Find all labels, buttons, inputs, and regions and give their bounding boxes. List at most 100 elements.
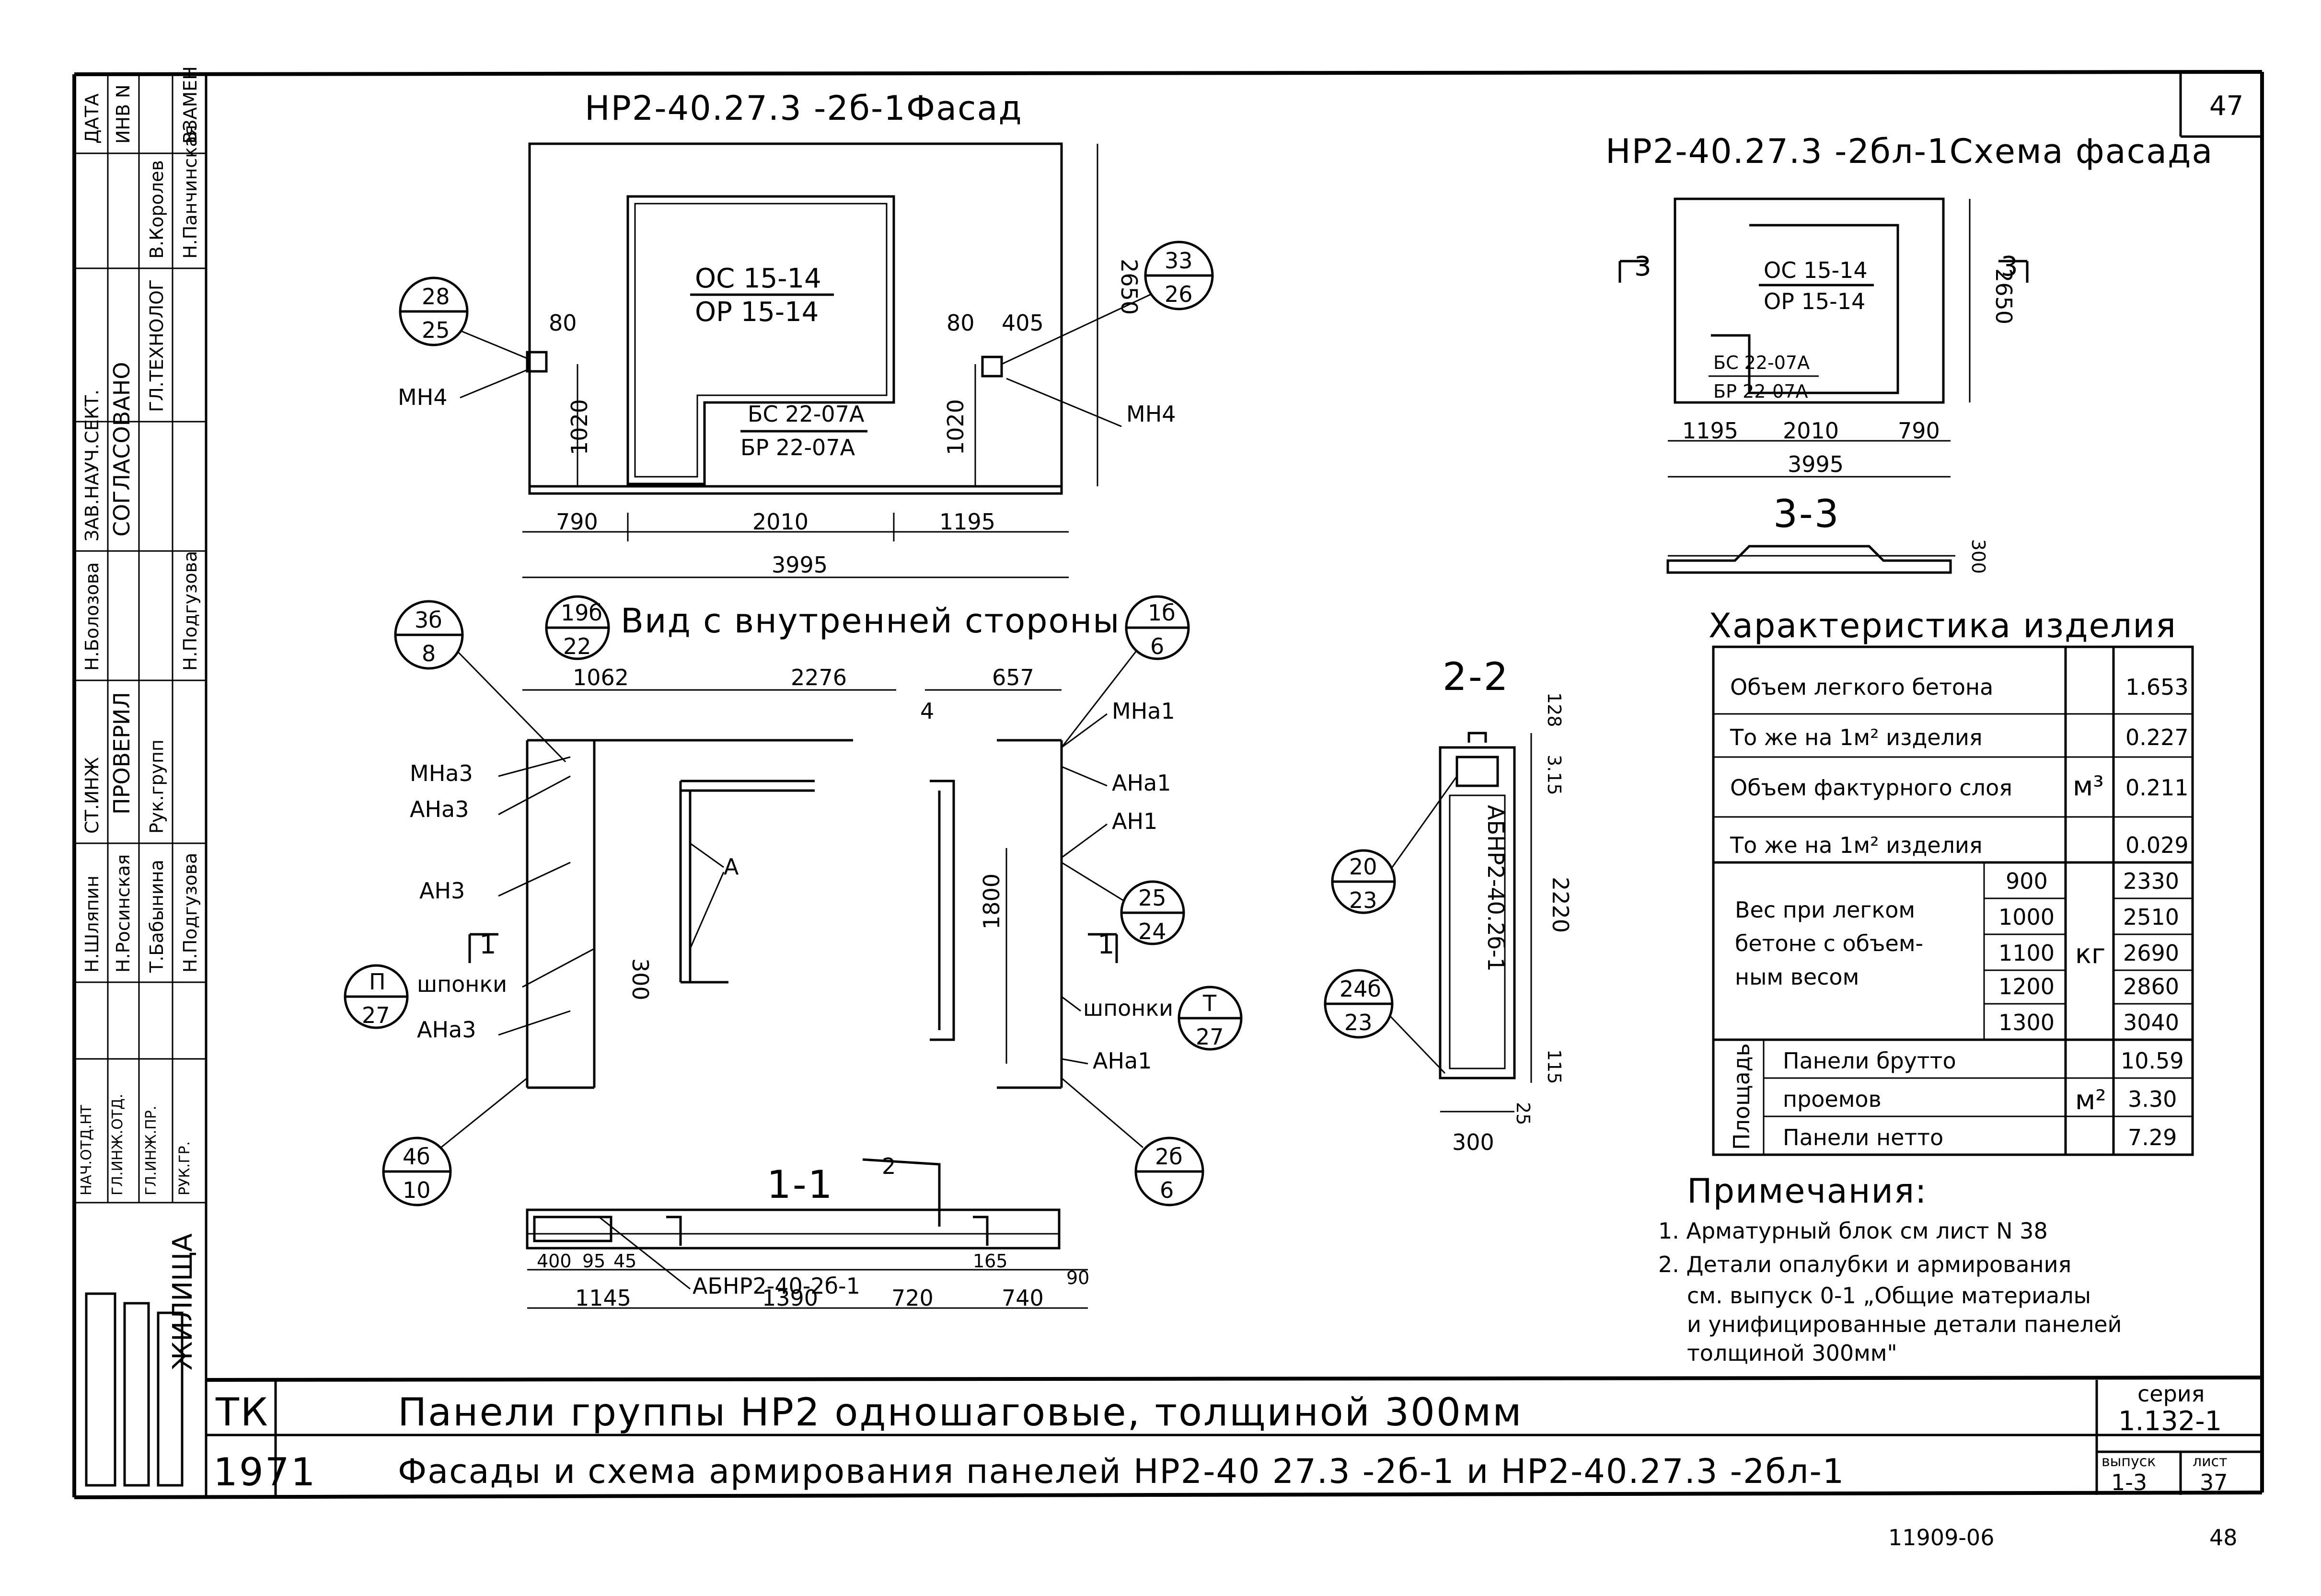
scheme-dim-2010: 2010: [1783, 418, 1839, 444]
stamp-ruk-gr: РУК.ГР.: [176, 1141, 193, 1195]
char-density-1100: 1100: [1998, 940, 2055, 966]
bottom-code: 11909-06: [1888, 1525, 1994, 1550]
section22-callout-24b-top: 24б: [1339, 976, 1381, 1002]
char-area-brutto-name: Панели брутто: [1783, 1048, 1956, 1074]
inner-dim-4: 4: [920, 698, 934, 724]
facade-opening-bottom: ОР 15-14: [695, 297, 819, 328]
scheme-section-dim: 300: [1968, 539, 1989, 574]
facade-dim-80-left: 80: [549, 310, 577, 336]
section22-label: АБНР2-40.2б-1: [1483, 805, 1509, 972]
char-row-4-name: То же на 1м² изделия: [1730, 832, 1983, 858]
char-row-2-name: То же на 1м² изделия: [1730, 724, 1983, 750]
facade-opening-top: ОС 15-14: [695, 263, 821, 294]
stamp-inv: ИНВ N: [113, 84, 134, 144]
inner-callout-2b: 2б 6: [1061, 1077, 1204, 1206]
scheme-mark-right: 3: [2001, 251, 2018, 282]
stamp-podguzova-1: Н.Подгузова: [180, 551, 201, 671]
series-label: серия: [2137, 1381, 2205, 1407]
section-2-2: 2-2 128 3.15 2220 115 25 АБНР2-40.2б-1 3…: [1324, 654, 1573, 1155]
facade-drawing: НР2-40.27.3 -2б-1Фасад ОС 15-14 ОР 15-14…: [398, 89, 1214, 578]
inner-label-shponki-left: шпонки: [417, 971, 507, 997]
inner-callout-3b-bottom: 8: [422, 641, 436, 666]
inner-dim-2276: 2276: [791, 665, 847, 690]
inner-label-ana3-top: АНа3: [410, 796, 469, 822]
section22-callout-24b-bottom: 23: [1344, 1010, 1373, 1035]
char-area-label: Площадь: [1729, 1043, 1755, 1150]
char-weight-label-3: ным весом: [1735, 964, 1859, 990]
facade-callout-left-top: 28: [422, 284, 450, 310]
characteristics-table: Характеристика изделия Объем легкого бет…: [1709, 606, 2194, 1156]
stamp-replace: ВЗАМЕН: [180, 66, 201, 144]
section22-callout-20-bottom: 23: [1349, 887, 1377, 913]
inner-callout-4b: 4б 10: [382, 1077, 528, 1206]
facade-dim-790: 790: [556, 509, 598, 535]
section11-dim-95: 95: [582, 1251, 605, 1272]
facade-dim-2010: 2010: [752, 509, 808, 535]
section11-dim-1145: 1145: [575, 1285, 631, 1311]
notes-title: Примечания:: [1687, 1171, 1928, 1211]
inner-label-mna3: МНа3: [410, 760, 473, 786]
facade-door-top: БС 22-07А: [748, 401, 865, 427]
section22-dim-128: 128: [1544, 692, 1565, 727]
inner-label-an3: АН3: [419, 878, 465, 904]
note-2-line-4: толщиной 300мм": [1687, 1340, 1897, 1366]
inner-callout-3b: 3б 8: [394, 600, 566, 763]
scheme-opening-bottom: ОР 15-14: [1764, 288, 1865, 314]
facade-callout-right-bottom: 26: [1165, 281, 1193, 307]
scheme-title: НР2-40.27.3 -2бл-1Схема фасада: [1605, 132, 2213, 171]
scheme-dim-3995: 3995: [1788, 451, 1844, 477]
inner-callout-25: 25 24: [1061, 861, 1185, 945]
inner-callout-t: Т 27: [1178, 986, 1243, 1051]
section11-dim-90: 90: [1066, 1267, 1089, 1288]
section22-callout-20: 20 23: [1331, 776, 1458, 914]
char-weight-900: 2330: [2123, 868, 2179, 894]
note-2-line-2: см. выпуск 0-1 „Общие материалы: [1687, 1283, 2091, 1309]
inner-label-ana1-top: АНа1: [1112, 770, 1171, 796]
section22-dim-115: 115: [1544, 1049, 1565, 1084]
facade-dim-2650: 2650: [1116, 259, 1142, 315]
inner-dim-1062: 1062: [573, 665, 629, 690]
stamp-panchinskaya: Н.Панчинская: [180, 125, 201, 259]
section-1-1: 1-1 2 АБНР2-40-2б-1 400 95 45 165 90 114…: [526, 1153, 1089, 1311]
char-row-1-value: 1.653: [2125, 674, 2189, 700]
stamp-glinzh-otd: ГЛ.ИНЖ.ОТД.: [109, 1094, 126, 1195]
char-weight-1200: 2860: [2123, 974, 2179, 999]
bottom-page: 48: [2209, 1525, 2238, 1550]
inner-label-shponki-right: шпонки: [1083, 995, 1173, 1021]
facade-door-bottom: БР 22-07А: [740, 435, 855, 460]
stamp-rosinskaya: Н.Росинская: [113, 854, 134, 973]
stamp-sector: ЗАВ.НАУЧ.СЕКТ.: [81, 390, 103, 541]
stamp-tech: ГЛ.ТЕХНОЛОГ: [146, 279, 167, 412]
inner-title: Вид с внутренней стороны: [621, 601, 1120, 641]
section11-title: 1-1: [767, 1162, 834, 1207]
scheme-dim-2650: 2650: [1991, 268, 2017, 324]
char-weight-label-2: бетоне с объем-: [1735, 930, 1923, 956]
stamp-date: ДАТА: [81, 93, 103, 144]
facade-dim-80-right: 80: [947, 310, 975, 336]
scheme-dim-1195: 1195: [1682, 418, 1738, 444]
scheme-section-title: 3-3: [1773, 492, 1840, 536]
note-2: 2. Детали опалубки и армирования: [1658, 1252, 2071, 1277]
facade-dim-1195: 1195: [939, 509, 995, 535]
inner-callout-4b-bottom: 10: [403, 1177, 431, 1203]
inner-dim-1800: 1800: [979, 873, 1005, 930]
inner-callout-2b-bottom: 6: [1160, 1177, 1174, 1203]
inner-dim-657: 657: [992, 665, 1034, 690]
inner-callout-t-bottom: 27: [1196, 1024, 1224, 1050]
inner-callout-1b-bottom: 6: [1150, 633, 1164, 659]
title-line-2: Фасады и схема армирования панелей НР2-4…: [398, 1452, 1845, 1491]
title-block: ТК 1971 Панели группы НР2 одношаговые, т…: [213, 1381, 2228, 1495]
facade-callout-left-bottom: 25: [422, 317, 450, 343]
char-area-openings-name: проемов: [1783, 1086, 1882, 1112]
stamp-glinzh-pr: ГЛ.ИНЖ.ПР.: [143, 1106, 160, 1195]
scheme-mark-left: 3: [1634, 251, 1651, 282]
char-unit-area: м²: [2075, 1085, 2106, 1116]
facade-mh-left: МН4: [398, 384, 448, 410]
facade-dim-1020-left: 1020: [566, 399, 592, 455]
inner-callout-2b-top: 2б: [1155, 1144, 1183, 1170]
char-row-1-name: Объем легкого бетона: [1730, 674, 1993, 700]
section11-dim-45: 45: [613, 1251, 636, 1272]
char-area-netto-value: 7.29: [2128, 1125, 2177, 1150]
section22-dim-2220: 2220: [1547, 877, 1573, 933]
stamp-korolev: В.Королев: [146, 160, 167, 259]
